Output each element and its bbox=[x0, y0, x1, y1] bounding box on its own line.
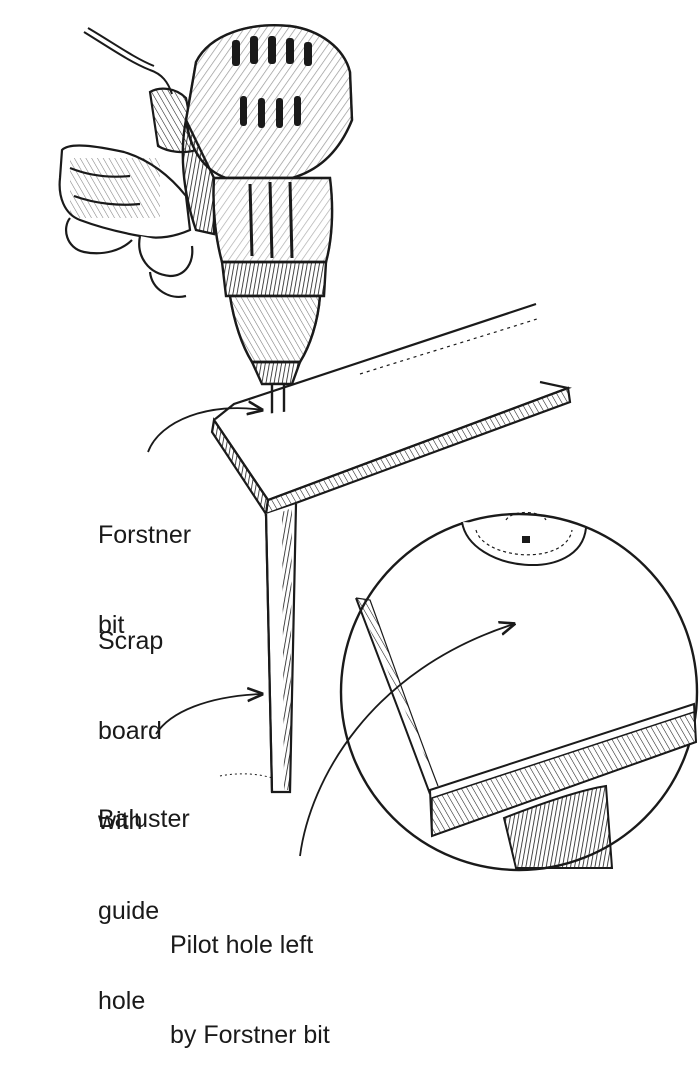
drilling-illustration bbox=[58, 24, 699, 872]
leader-scrap-board bbox=[155, 694, 262, 735]
leader-forstner-bit bbox=[147, 408, 262, 453]
forstner-bit-label-line: bit bbox=[98, 611, 125, 639]
scrap-board-label-line: hole bbox=[98, 987, 146, 1015]
baluster-label: Baluster bbox=[98, 744, 190, 864]
scrap-board bbox=[210, 302, 572, 518]
leader-lines bbox=[147, 408, 514, 857]
forstner-bit-label-line: Forstner bbox=[98, 521, 192, 549]
baluster bbox=[219, 503, 298, 794]
hand-illustration bbox=[58, 87, 198, 298]
power-cord bbox=[83, 27, 173, 95]
leader-pilot-hole bbox=[299, 624, 514, 857]
forstner-bit-label: Forstner bit bbox=[98, 460, 191, 670]
pilot-hole-label-line: Pilot hole left bbox=[170, 931, 314, 959]
scrap-board-label-line: with bbox=[98, 807, 143, 835]
pilot-hole-label-line: by Forstner bit bbox=[170, 1021, 330, 1049]
pilot-hole-label: Pilot hole left by Forstner bit bbox=[170, 870, 330, 1080]
scrap-board-label-line: Scrap bbox=[98, 627, 164, 655]
drill-illustration bbox=[181, 24, 354, 455]
detail-magnifier bbox=[339, 511, 699, 872]
baluster-label-text: Baluster bbox=[98, 805, 190, 833]
scrap-board-label-line: board bbox=[98, 717, 162, 745]
scrap-board-label-line: guide bbox=[98, 897, 160, 925]
